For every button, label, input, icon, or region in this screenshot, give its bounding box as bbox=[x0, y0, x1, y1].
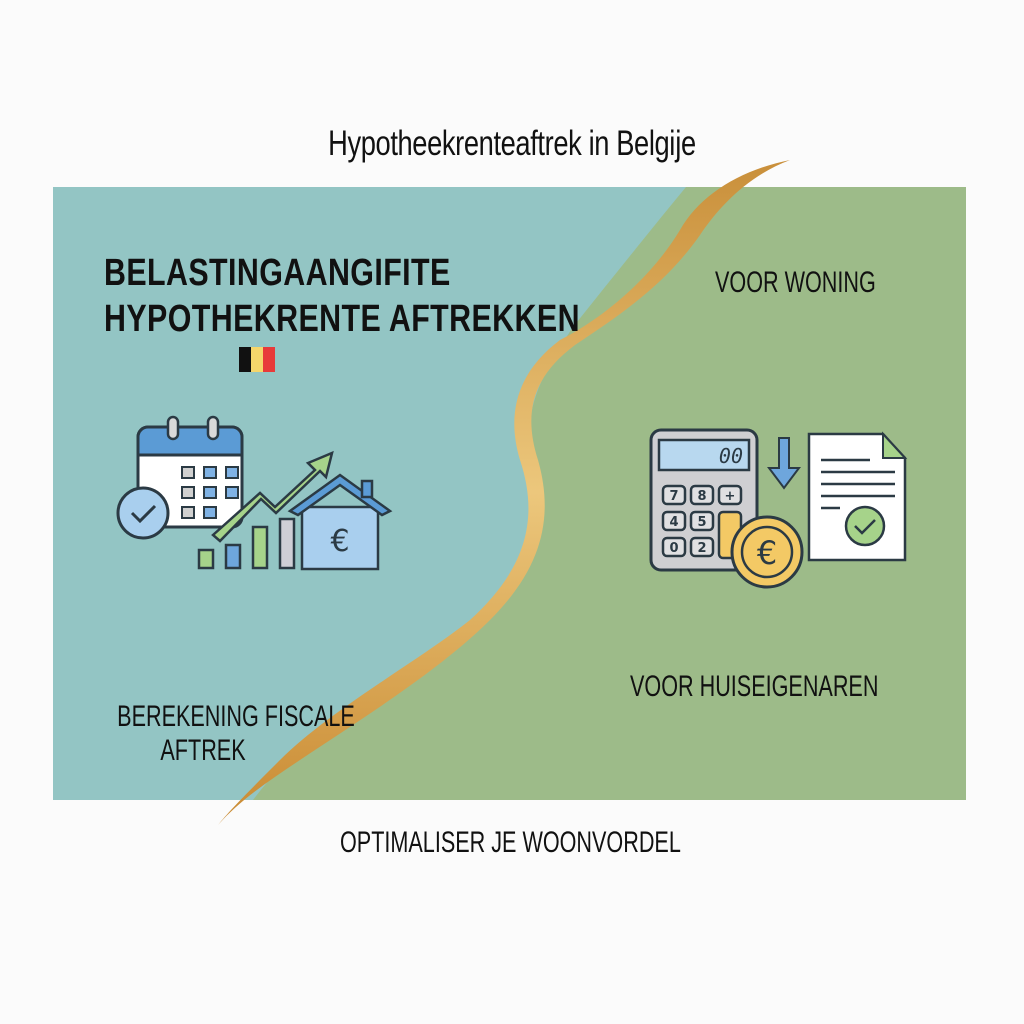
voor-huiseigenaren-label: VOOR HUISEIGENAREN bbox=[630, 670, 879, 703]
heading-line-2: HYPOTHEKRENTE AFTREKKEN bbox=[104, 298, 580, 340]
page-title: Hypotheekrenteaftrek in Belgĳe bbox=[328, 124, 696, 163]
growth-arrow-icon bbox=[211, 450, 334, 543]
footer-tagline: OPTIMALISER JE WOONVORDEL bbox=[340, 826, 681, 859]
svg-text:7: 7 bbox=[669, 489, 678, 504]
main-heading: BELASTINGAANGIFITE HYPOTHEKRENTE AFTREKK… bbox=[104, 250, 580, 342]
svg-text:€: € bbox=[330, 524, 349, 559]
tax-growth-illustration: € bbox=[116, 415, 393, 571]
caption-line-1: BEREKENING FISCALE bbox=[117, 700, 355, 733]
check-circle-icon bbox=[116, 486, 170, 540]
svg-text:00: 00 bbox=[719, 444, 743, 468]
caption-line-2: AFTREK bbox=[160, 734, 246, 767]
svg-text:€: € bbox=[757, 534, 777, 572]
left-caption: BEREKENING FISCALE AFTREK bbox=[110, 700, 362, 768]
voor-woning-label: VOOR WONING bbox=[715, 266, 876, 299]
euro-coin-icon: € bbox=[730, 515, 804, 589]
heading-line-1: BELASTINGAANGIFITE bbox=[104, 252, 451, 294]
belgium-flag-icon bbox=[239, 347, 275, 372]
svg-text:2: 2 bbox=[697, 541, 706, 556]
document-check-icon bbox=[807, 431, 908, 562]
calculator-document-illustration: 00 7 8 + 4 5 0 2 € bbox=[649, 428, 908, 589]
svg-text:4: 4 bbox=[669, 515, 678, 530]
svg-text:5: 5 bbox=[697, 515, 706, 530]
bar-chart-icon bbox=[197, 517, 296, 570]
down-arrow-icon bbox=[767, 437, 801, 490]
house-euro-icon: € bbox=[287, 473, 393, 571]
calculator-icon: 00 7 8 + 4 5 0 2 bbox=[649, 428, 759, 572]
svg-text:+: + bbox=[725, 489, 736, 504]
svg-text:8: 8 bbox=[697, 489, 706, 504]
svg-text:0: 0 bbox=[669, 541, 678, 556]
